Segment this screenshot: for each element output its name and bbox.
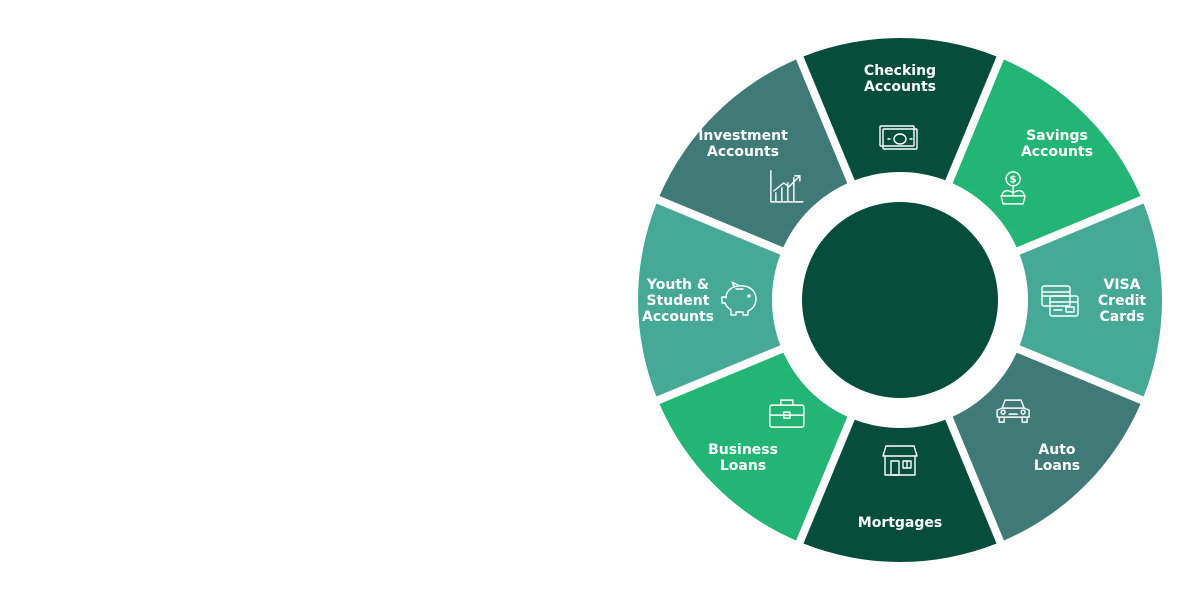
label-line: Savings: [1026, 128, 1088, 144]
segment-auto-shape: [952, 352, 1141, 541]
segment-savings-shape: [952, 59, 1141, 248]
label-line: Accounts: [642, 309, 714, 325]
label-line: Cards: [1100, 309, 1145, 325]
segment-mortgages-shape: [803, 419, 997, 562]
label-line: Accounts: [1021, 144, 1093, 160]
segment-checking-shape: [803, 37, 997, 181]
growth-chart-icon: [770, 170, 804, 203]
car-icon: [996, 399, 1030, 423]
label-line: Accounts: [864, 79, 936, 95]
piggy-bank-icon: [721, 281, 757, 316]
label-line: Auto: [1038, 442, 1075, 458]
segment-mortgages-label: Mortgages: [858, 515, 942, 531]
segment-business-shape: [659, 352, 848, 541]
label-line: Loans: [720, 458, 766, 474]
credit-card-icon: [1041, 285, 1079, 317]
center-circle: [802, 202, 998, 398]
label-line: Business: [708, 442, 778, 458]
label-line: Loans: [1034, 458, 1080, 474]
label-line: Mortgages: [858, 515, 942, 531]
label-line: Accounts: [707, 144, 779, 160]
segment-youth-shape: [638, 203, 781, 397]
label-line: Student: [647, 293, 710, 309]
label-line: Investment: [698, 128, 788, 144]
label-line: VISA: [1104, 277, 1141, 293]
label-line: Credit: [1098, 293, 1146, 309]
cash-icon: [879, 125, 918, 150]
segment-visa-shape: [1019, 203, 1163, 397]
label-line: Checking: [864, 63, 936, 79]
segment-mortgages: Mortgages: [803, 419, 997, 562]
money-plant-icon: $: [1000, 171, 1026, 205]
segment-investment-shape: [659, 59, 848, 248]
svg-text:$: $: [1010, 174, 1017, 185]
house-icon: [882, 445, 918, 476]
label-line: Youth &: [646, 277, 709, 293]
briefcase-icon: [769, 399, 805, 428]
